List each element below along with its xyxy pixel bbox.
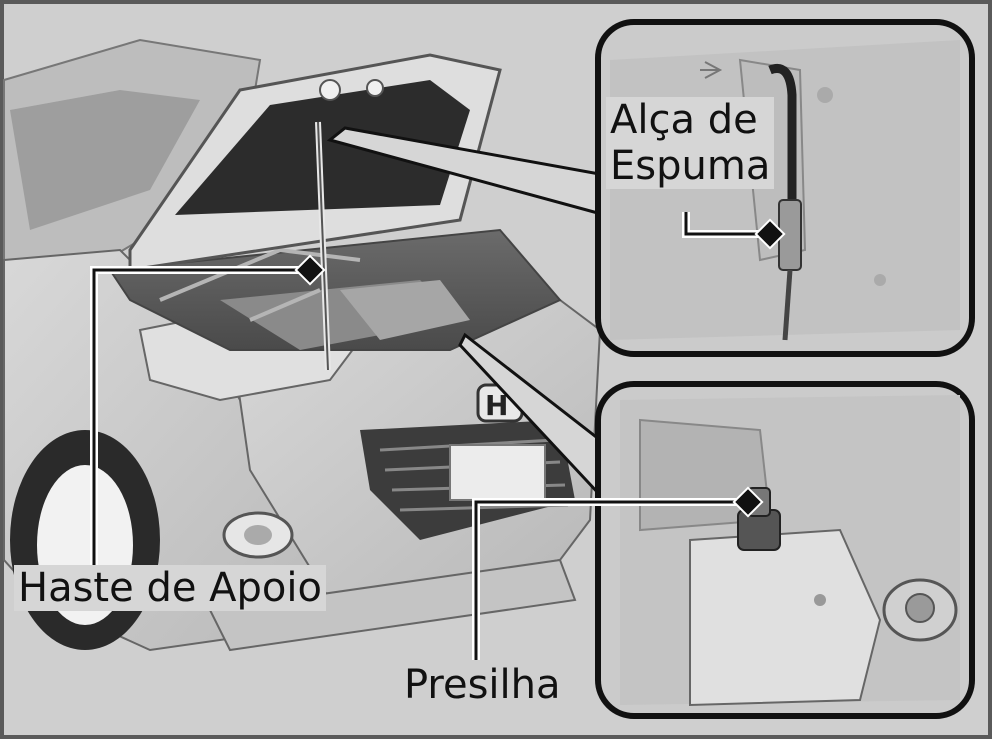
clip-inset <box>595 381 975 719</box>
clip-leader-line <box>474 500 748 660</box>
support-rod-leader-line <box>92 268 310 572</box>
clip-marker <box>732 486 764 518</box>
svg-text:H: H <box>485 389 508 422</box>
foam-handle-label-line2: Espuma <box>610 143 771 189</box>
foam-handle-marker <box>754 218 786 250</box>
support-rod-marker <box>294 254 326 286</box>
foam-handle-label: Alça de Espuma <box>606 97 775 189</box>
car-illustration: H <box>3 38 602 652</box>
foam-handle-leader-line <box>684 212 770 236</box>
foam-handle-label-line1: Alça de <box>610 97 758 143</box>
support-rod-label: Haste de Apoio <box>14 565 326 611</box>
clip-label: Presilha <box>404 662 561 708</box>
